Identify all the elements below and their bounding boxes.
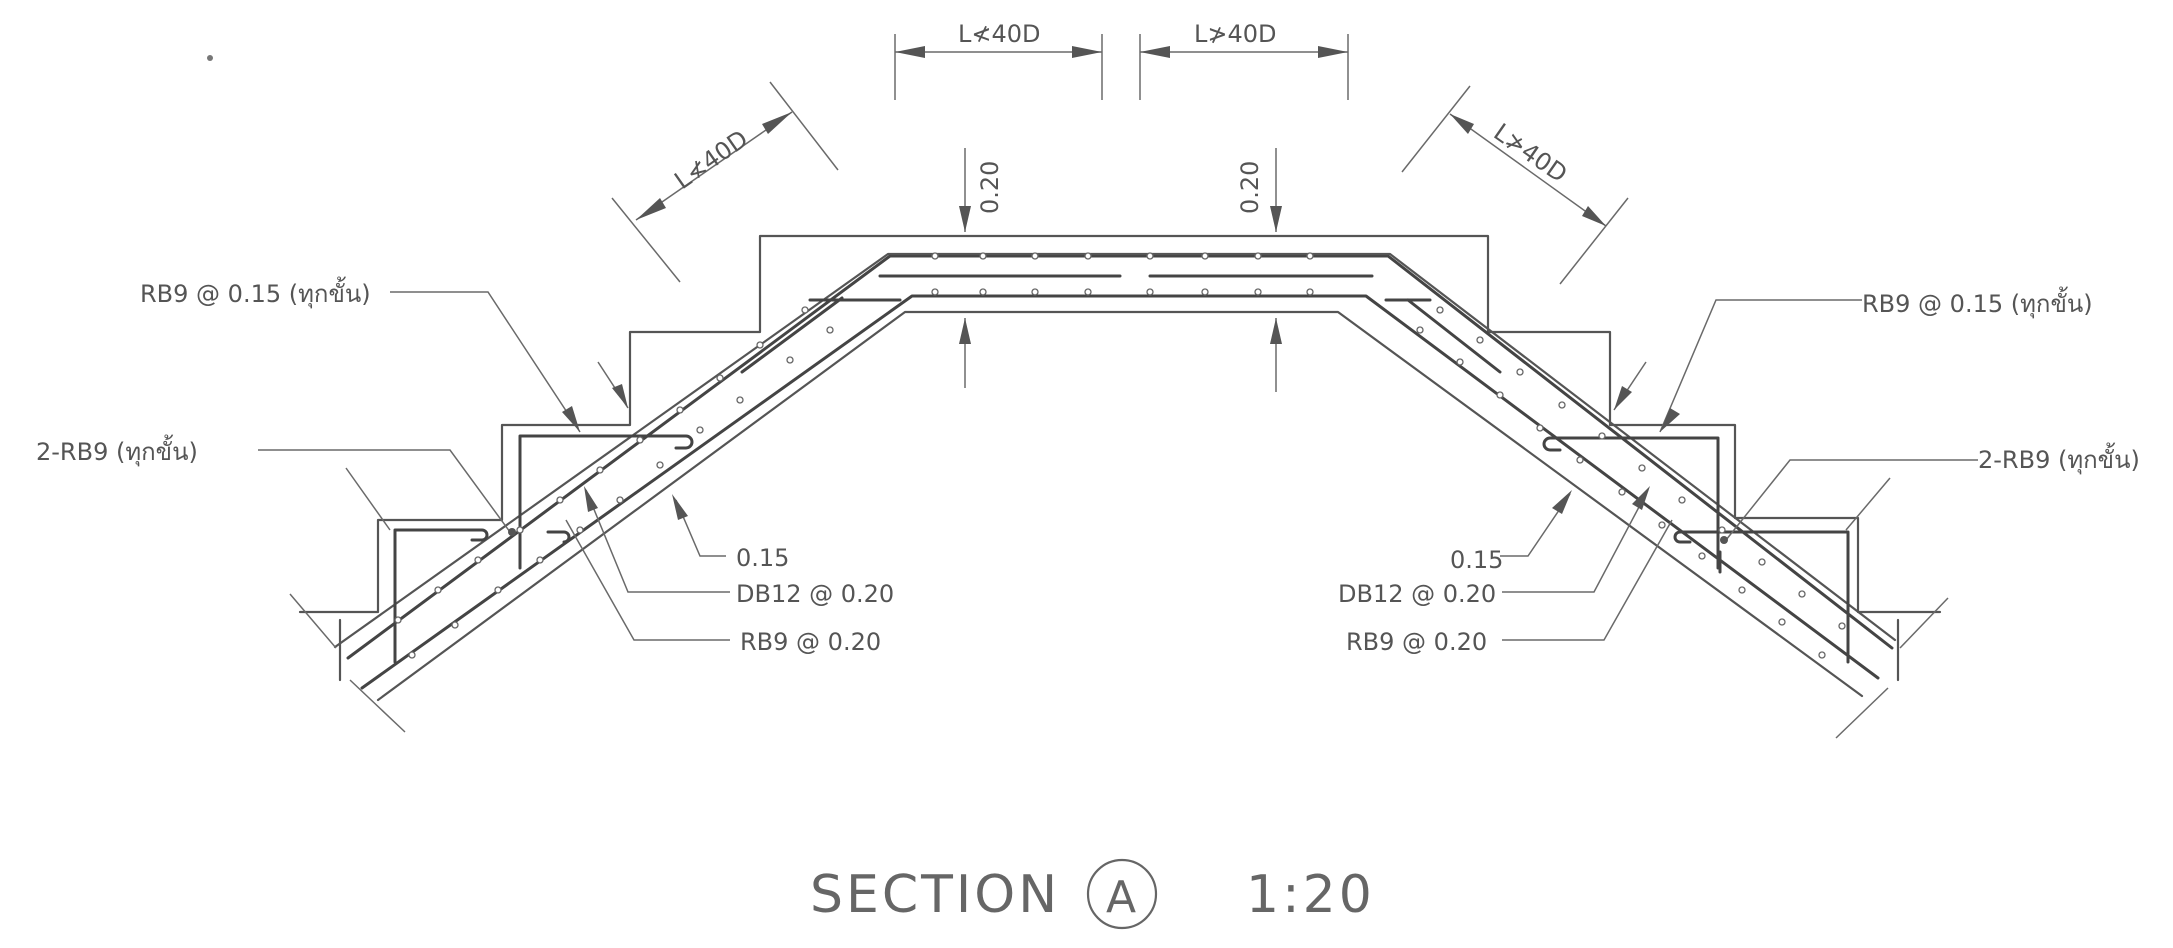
section-scale: 1:20 <box>1246 865 1375 925</box>
cover-left-label: 0.20 <box>976 161 1004 214</box>
stray-dot <box>207 55 213 61</box>
db12-left-label: DB12 @ 0.20 <box>736 580 894 608</box>
slab-bottom-rebar-line <box>360 294 1880 690</box>
rb9-015-left-label: RB9 @ 0.15 (ทุกขั้น) <box>140 276 371 309</box>
cover-right-label: 0.20 <box>1236 161 1264 214</box>
db12-right-label: DB12 @ 0.20 <box>1338 580 1496 608</box>
lap-top-left-label: L≮40D <box>958 20 1041 48</box>
rebar-dots <box>394 252 1846 659</box>
lap-top-right-label: L≯40D <box>1194 20 1277 48</box>
slab-top-face <box>333 252 1897 649</box>
two-rb9-right-label: 2-RB9 (ทุกขั้น) <box>1978 442 2140 475</box>
lap-slope-left-label: L≮40D <box>669 125 753 195</box>
section-mark-circle <box>1086 858 1158 930</box>
slab-top-rebar-line <box>346 254 1894 660</box>
rb9-020-right-label: RB9 @ 0.20 <box>1346 628 1487 656</box>
lap-bars <box>740 274 1502 374</box>
dimensions <box>597 34 1647 411</box>
slab-soffit <box>376 310 1864 702</box>
annotation-labels: L≮40D L≯40D L≮40D L≯40D 0.20 0.20 RB9 @ … <box>36 20 2140 656</box>
rb9-015-right-label: RB9 @ 0.15 (ทุกขั้น) <box>1862 286 2093 319</box>
section-title: SECTION A 1:20 <box>810 858 1375 930</box>
stair-steps-outline <box>298 234 1942 614</box>
rb9-020-left-label: RB9 @ 0.20 <box>740 628 881 656</box>
two-rb9-left-label: 2-RB9 (ทุกขั้น) <box>36 434 198 467</box>
step-stirrups <box>393 434 1850 664</box>
leaders <box>258 291 1978 641</box>
concrete-outline <box>289 234 1949 739</box>
thickness-left-label: 0.15 <box>736 544 789 572</box>
thickness-right-label: 0.15 <box>1450 546 1503 574</box>
section-title-text: SECTION <box>810 865 1060 925</box>
lap-slope-right-label: L≯40D <box>1489 118 1573 188</box>
section-mark-letter: A <box>1106 872 1136 923</box>
